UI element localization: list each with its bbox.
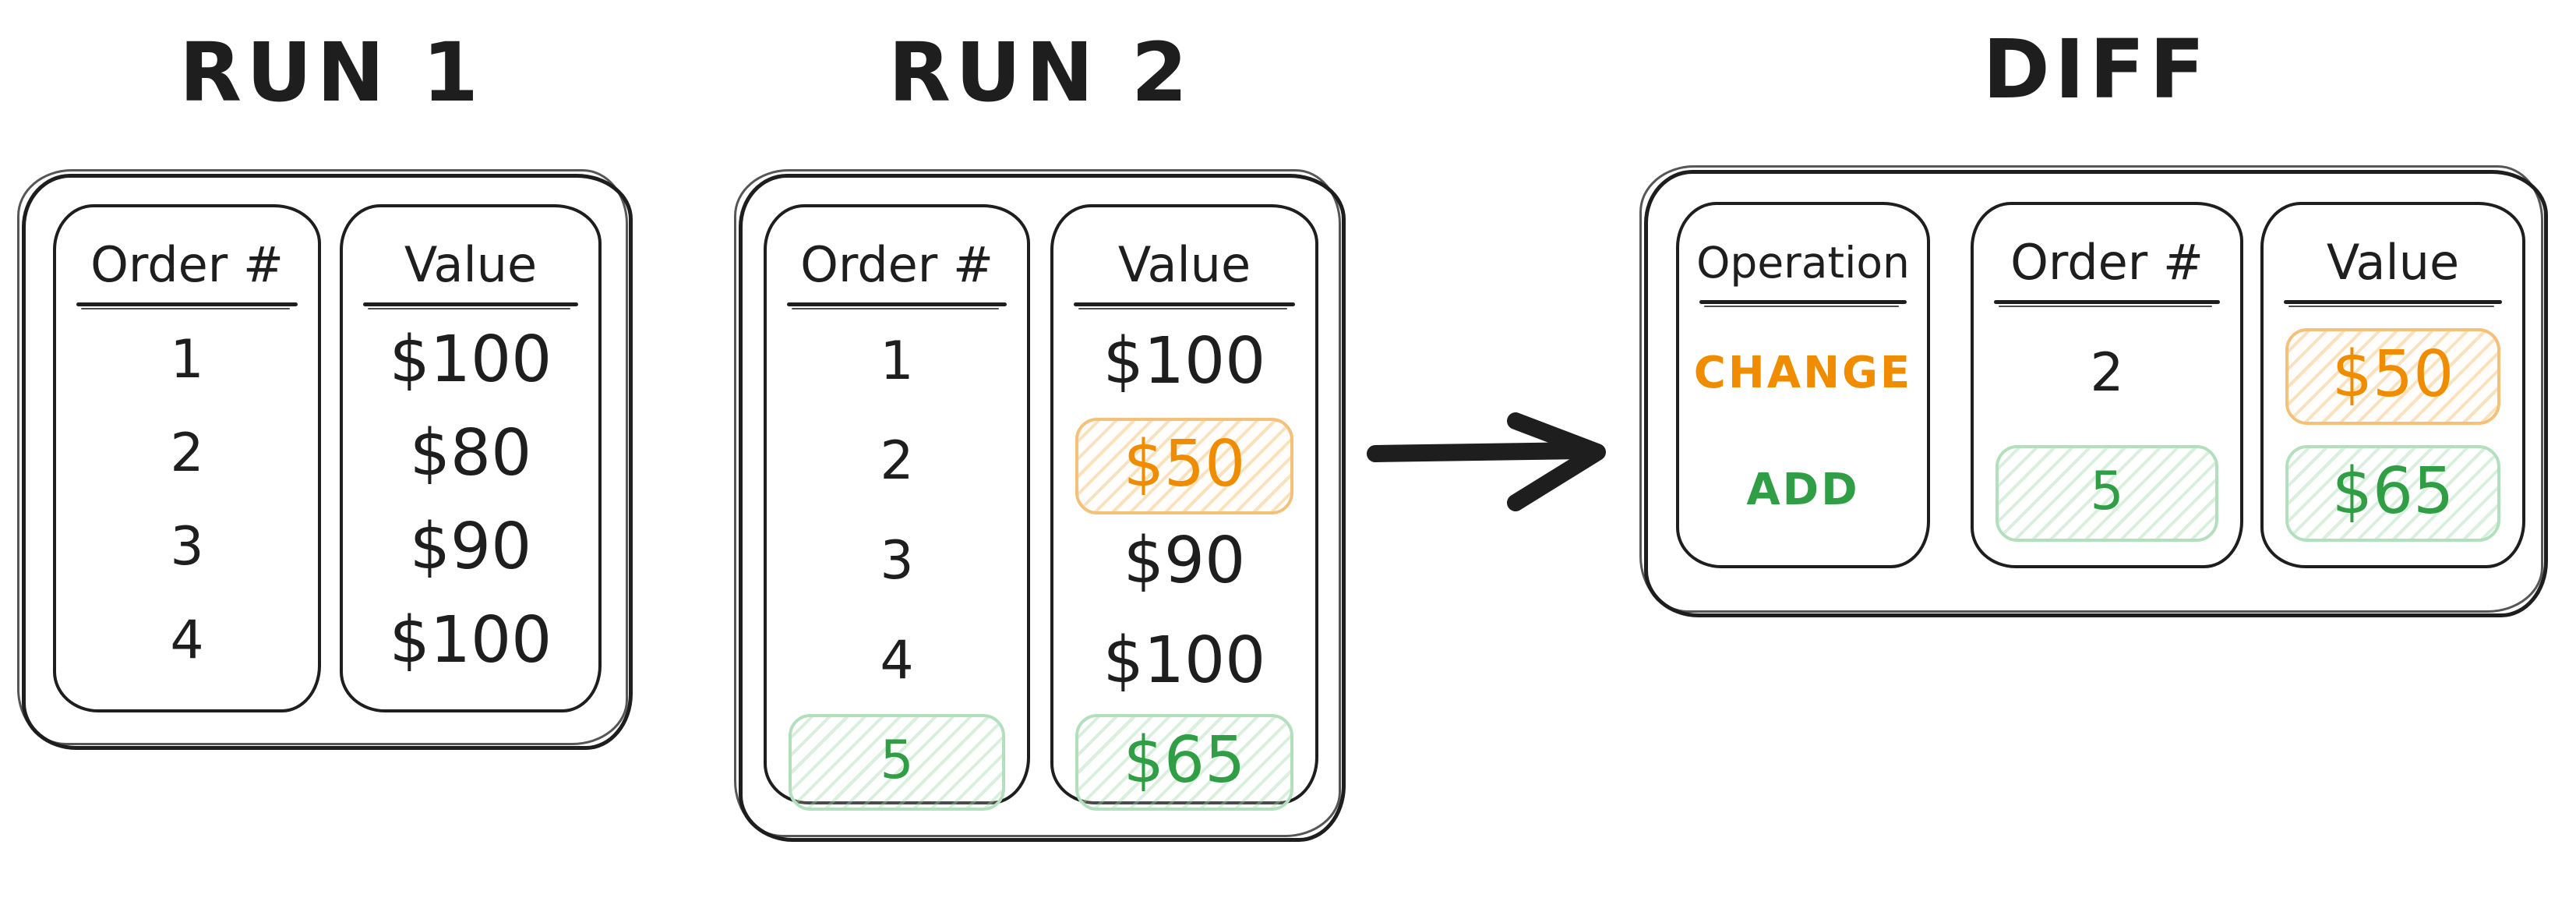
run1-row2-value: $80 — [409, 416, 532, 490]
header-underline — [1994, 300, 2220, 307]
run2-row5-value-highlight: $65 — [1075, 714, 1293, 811]
run1-row4-order: 4 — [170, 610, 204, 671]
diff-row2-value-highlight: $65 — [2285, 445, 2500, 542]
run2-row2-order: 2 — [880, 430, 914, 492]
run1-title: RUN 1 — [179, 25, 484, 120]
run1-table: Order # 1 2 3 4 Value $100 $80 $90 $100 — [17, 169, 633, 750]
diff-value-header: Value — [2326, 234, 2460, 291]
run2-table: Order # 1 2 3 4 5 Value $100 $50 $90 $10… — [734, 169, 1346, 842]
run2-row1-order: 1 — [880, 331, 914, 392]
run2-row3-order: 3 — [880, 530, 914, 592]
header-underline — [1699, 300, 1907, 307]
run2-order-column: Order # 1 2 3 4 5 — [764, 204, 1030, 811]
run1-row2-order: 2 — [170, 422, 204, 484]
run1-value-column: Value $100 $80 $90 $100 — [340, 204, 602, 712]
run2-row4-value: $100 — [1103, 624, 1266, 698]
diff-row1-value-highlight: $50 — [2285, 328, 2500, 425]
run2-row5-order-highlight: 5 — [789, 714, 1005, 811]
run1-row1-order: 1 — [170, 329, 204, 391]
diff-table: Operation CHANGE ADD Order # 2 5 Value $… — [1639, 165, 2548, 617]
header-underline — [2284, 300, 2502, 307]
run2-order-header: Order # — [800, 236, 993, 293]
diff-order-header: Order # — [2010, 234, 2204, 291]
run2-row1-value: $100 — [1103, 324, 1266, 398]
header-underline — [76, 302, 298, 309]
run2-value-column: Value $100 $50 $90 $100 $65 — [1050, 204, 1318, 811]
run2-row2-value-highlight: $50 — [1075, 418, 1293, 514]
run2-title: RUN 2 — [888, 25, 1193, 120]
run1-row4-value: $100 — [389, 603, 552, 677]
run2-row4-order: 4 — [880, 630, 914, 691]
run1-row3-order: 3 — [170, 516, 204, 578]
header-underline — [1074, 302, 1295, 309]
diff-title: DIFF — [1982, 22, 2210, 117]
diff-value-column: Value $50 $65 — [2260, 202, 2525, 568]
arrow-right-icon — [1367, 412, 1606, 511]
diff-row2-operation: ADD — [1746, 465, 1860, 515]
run2-row3-value: $90 — [1123, 524, 1246, 598]
diff-operation-column: Operation CHANGE ADD — [1676, 202, 1930, 568]
run1-order-column: Order # 1 2 3 4 — [53, 204, 321, 712]
run1-row3-value: $90 — [409, 510, 532, 584]
diff-operation-header: Operation — [1696, 238, 1910, 288]
run1-value-header: Value — [404, 236, 538, 293]
header-underline — [787, 302, 1007, 309]
run1-order-header: Order # — [90, 236, 284, 293]
run1-row1-value: $100 — [389, 323, 552, 397]
header-underline — [363, 302, 578, 309]
diff-row2-order-highlight: 5 — [1996, 445, 2218, 542]
diff-arrow — [1356, 394, 1621, 526]
diff-order-column: Order # 2 5 — [1971, 202, 2243, 568]
diff-row1-order: 2 — [2090, 342, 2124, 404]
diff-row1-operation: CHANGE — [1693, 348, 1913, 398]
run2-value-header: Value — [1117, 236, 1251, 293]
